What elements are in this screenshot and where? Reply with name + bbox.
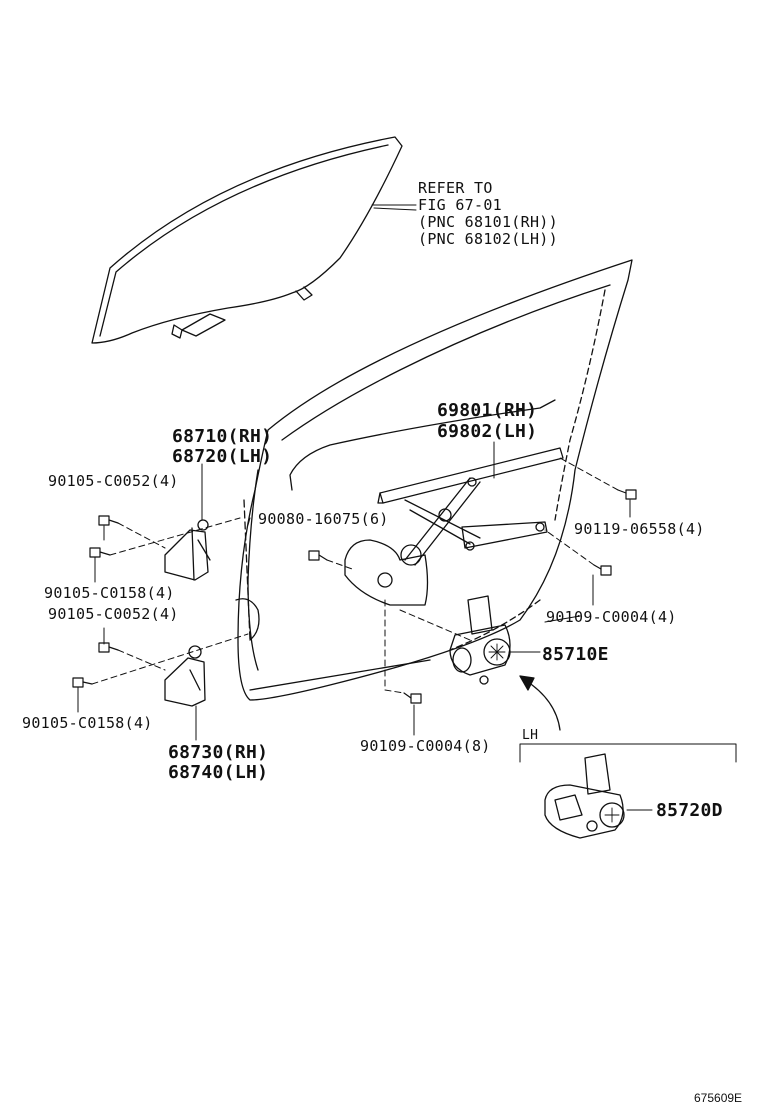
bolt-icon — [98, 515, 119, 526]
upper-hinge — [164, 519, 211, 581]
part-label-90119: 90119-06558(4) — [574, 520, 705, 538]
part-label-90080: 90080-16075(6) — [258, 510, 389, 528]
door-panel — [235, 259, 633, 701]
part-label-90105-c0158-upper: 90105-C0158(4) — [44, 584, 175, 602]
bolt-icon — [72, 677, 93, 688]
bolt-icon — [308, 550, 328, 561]
part-label-68720: 68720(LH) — [172, 446, 273, 467]
refer-note-line2: FIG 67-01 — [418, 196, 502, 214]
part-label-69802: 69802(LH) — [437, 421, 538, 442]
bolt-icon — [89, 547, 111, 558]
window-motor-85710e — [449, 595, 511, 685]
window-motor-85720d — [544, 753, 625, 839]
bolt-icon — [593, 564, 612, 576]
part-label-68710: 68710(RH) — [172, 426, 273, 447]
part-label-90105-c0052-lower: 90105-C0052(4) — [48, 605, 179, 623]
door-glass — [91, 136, 417, 344]
lower-hinge — [164, 645, 206, 707]
part-label-68740: 68740(LH) — [168, 762, 269, 783]
part-label-90105-c0052-upper: 90105-C0052(4) — [48, 472, 179, 490]
lh-bracket — [519, 743, 737, 763]
refer-note-line4: (PNC 68102(LH)) — [418, 230, 558, 248]
part-label-90109-c0004-4: 90109-C0004(4) — [546, 608, 677, 626]
refer-note-line1: REFER TO — [418, 179, 493, 197]
leader-lines — [77, 204, 653, 811]
window-regulator — [344, 447, 564, 606]
part-label-85720d: 85720D — [656, 800, 723, 821]
part-label-90109-c0004-8: 90109-C0004(8) — [360, 737, 491, 755]
part-label-85710e: 85710E — [542, 644, 609, 665]
part-label-68730: 68730(RH) — [168, 742, 269, 763]
part-label-90105-c0158-lower: 90105-C0158(4) — [22, 714, 153, 732]
lh-label: LH — [522, 728, 539, 743]
bolts — [72, 489, 637, 704]
assembly-lines — [91, 457, 619, 694]
lh-arrow-icon — [519, 675, 561, 731]
part-label-69801: 69801(RH) — [437, 400, 538, 421]
bolt-icon — [617, 489, 637, 500]
bolt-icon — [98, 642, 119, 653]
figure-id: 675609E — [694, 1091, 743, 1105]
bolt-icon — [403, 692, 422, 704]
refer-note-line3: (PNC 68101(RH)) — [418, 213, 558, 231]
